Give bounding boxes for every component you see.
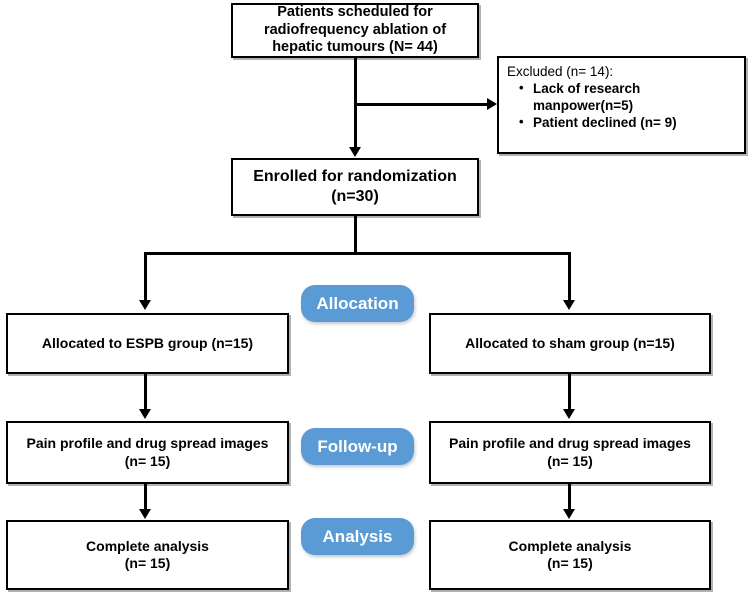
connector-right-followup-to-analysis <box>568 484 571 511</box>
box-excluded: Excluded (n= 14): Lack of research manpo… <box>497 56 746 154</box>
connector-split-left-drop <box>144 252 147 301</box>
excluded-reason-item: Patient declined (n= 9) <box>519 114 738 131</box>
an-left-line-1: Complete analysis <box>86 537 209 554</box>
an-right-line-1: Complete analysis <box>508 537 632 554</box>
box-allocated-espb: Allocated to ESPB group (n=15) <box>6 313 289 374</box>
arrowhead-right-analysis <box>563 509 575 519</box>
fu-right-line-2: (n= 15) <box>547 452 593 469</box>
alloc-left-line-1: Allocated to ESPB group (n=15) <box>41 334 254 351</box>
arrowhead-left-followup <box>139 409 151 419</box>
screened-line-3: hepatic tumours (N= 44) <box>272 39 438 56</box>
box-patients-screened: Patients scheduled for radiofrequency ab… <box>231 3 479 58</box>
connector-enrolled-stem <box>354 216 357 255</box>
enrolled-line-2: (n=30) <box>331 188 379 205</box>
arrowhead-to-left-allocation <box>139 300 151 310</box>
connector-split-right-drop <box>568 252 571 301</box>
an-left-line-2: (n= 15) <box>124 555 171 571</box>
screened-line-2: radiofrequency ablation of <box>263 21 447 38</box>
connector-to-excluded <box>354 103 488 106</box>
excluded-reason-list: Lack of research manpower(n=5) Patient d… <box>507 80 738 131</box>
box-allocated-sham: Allocated to sham group (n=15) <box>429 313 711 374</box>
box-analysis-sham: Complete analysis (n= 15) <box>429 520 711 590</box>
stage-badge-analysis: Analysis <box>301 518 414 555</box>
fu-right-line-1: Pain profile and drug spread images <box>449 435 691 452</box>
stage-badge-followup: Follow-up <box>301 428 414 465</box>
box-analysis-espb: Complete analysis (n= 15) <box>6 520 289 590</box>
arrowhead-left-analysis <box>139 509 151 519</box>
excluded-reason-1-line-2: manpower(n=5) <box>533 97 634 113</box>
excluded-reason-2-line-1: Patient declined (n= 9) <box>533 114 677 130</box>
excluded-title: Excluded (n= 14): <box>507 64 614 79</box>
stage-badge-allocation: Allocation <box>301 285 414 322</box>
alloc-right-line-1: Allocated to sham group (n=15) <box>465 334 675 351</box>
stage-badge-allocation-label: Allocation <box>316 293 399 313</box>
connector-right-alloc-to-followup <box>568 374 571 410</box>
enrolled-line-1: Enrolled for randomization <box>253 168 457 186</box>
screened-line-1: Patients scheduled for <box>277 3 433 20</box>
connector-split-horizontal <box>144 252 571 255</box>
connector-left-alloc-to-followup <box>144 374 147 410</box>
arrowhead-right-followup <box>563 409 575 419</box>
arrowhead-to-enrolled <box>349 147 361 157</box>
stage-badge-followup-label: Follow-up <box>317 436 398 456</box>
fu-left-line-2: (n= 15) <box>124 452 171 469</box>
arrowhead-to-excluded <box>487 98 497 110</box>
arrowhead-to-right-allocation <box>563 300 575 310</box>
excluded-reason-1-line-1: Lack of research <box>533 81 641 97</box>
excluded-reason-item: Lack of research manpower(n=5) <box>519 80 738 113</box>
box-followup-espb: Pain profile and drug spread images (n= … <box>6 421 289 484</box>
box-followup-sham: Pain profile and drug spread images (n= … <box>429 421 711 484</box>
connector-left-followup-to-analysis <box>144 484 147 511</box>
box-enrolled-randomization: Enrolled for randomization (n=30) <box>231 158 479 216</box>
an-right-line-2: (n= 15) <box>547 555 593 571</box>
fu-left-line-1: Pain profile and drug spread images <box>26 435 269 452</box>
stage-badge-analysis-label: Analysis <box>322 526 393 546</box>
